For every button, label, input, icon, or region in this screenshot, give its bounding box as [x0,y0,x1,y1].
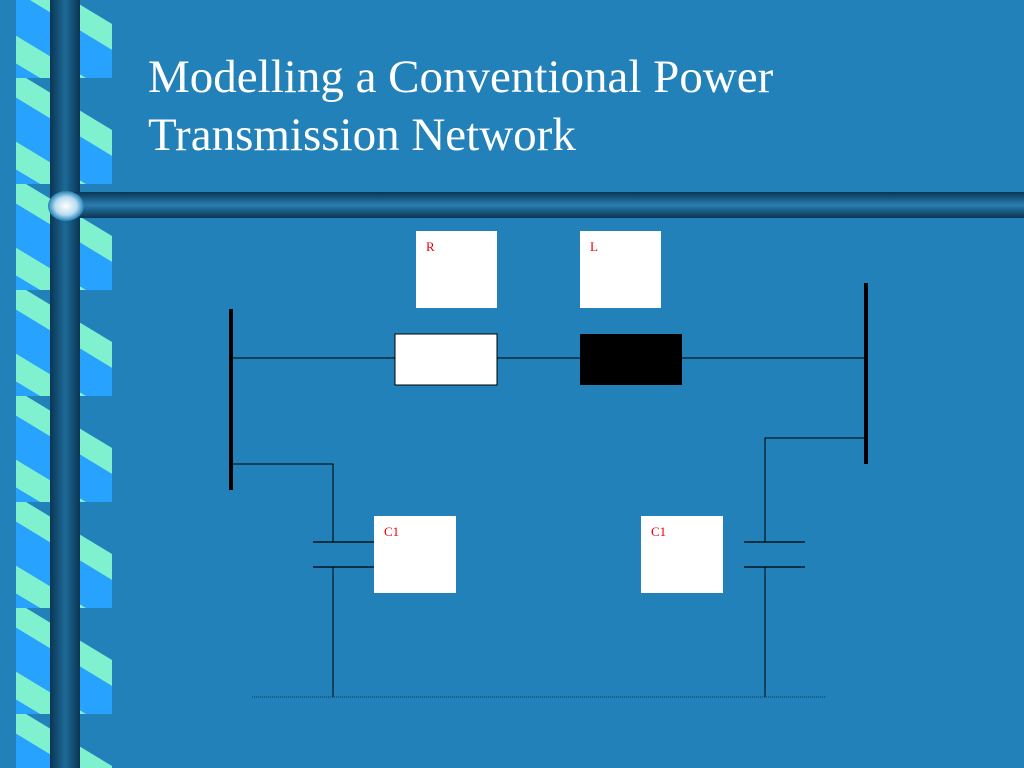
capacitor-left-label: C1 [384,524,400,539]
capacitor-left-label-box: C1 [374,516,456,593]
bar-knob [48,191,84,221]
title-line-1: Modelling a Conventional Power [148,51,774,103]
slide-title: Modelling a Conventional Power Transmiss… [148,48,1008,164]
capacitor-right-label: C1 [651,524,667,539]
resistor-label-box: R [416,231,497,308]
inductor-label-box: L [580,231,661,308]
title-line-2: Transmission Network [148,109,576,161]
capacitor-right-label-box: C1 [641,516,723,593]
resistor-icon [394,333,498,386]
inductor-label: L [590,239,598,254]
vertical-rod [50,0,80,768]
right-shunt-wire [764,437,866,542]
resistor-label: R [426,239,435,254]
inductor-icon [580,334,682,385]
horizontal-bar [62,192,1024,218]
left-shunt-wire [231,463,334,542]
